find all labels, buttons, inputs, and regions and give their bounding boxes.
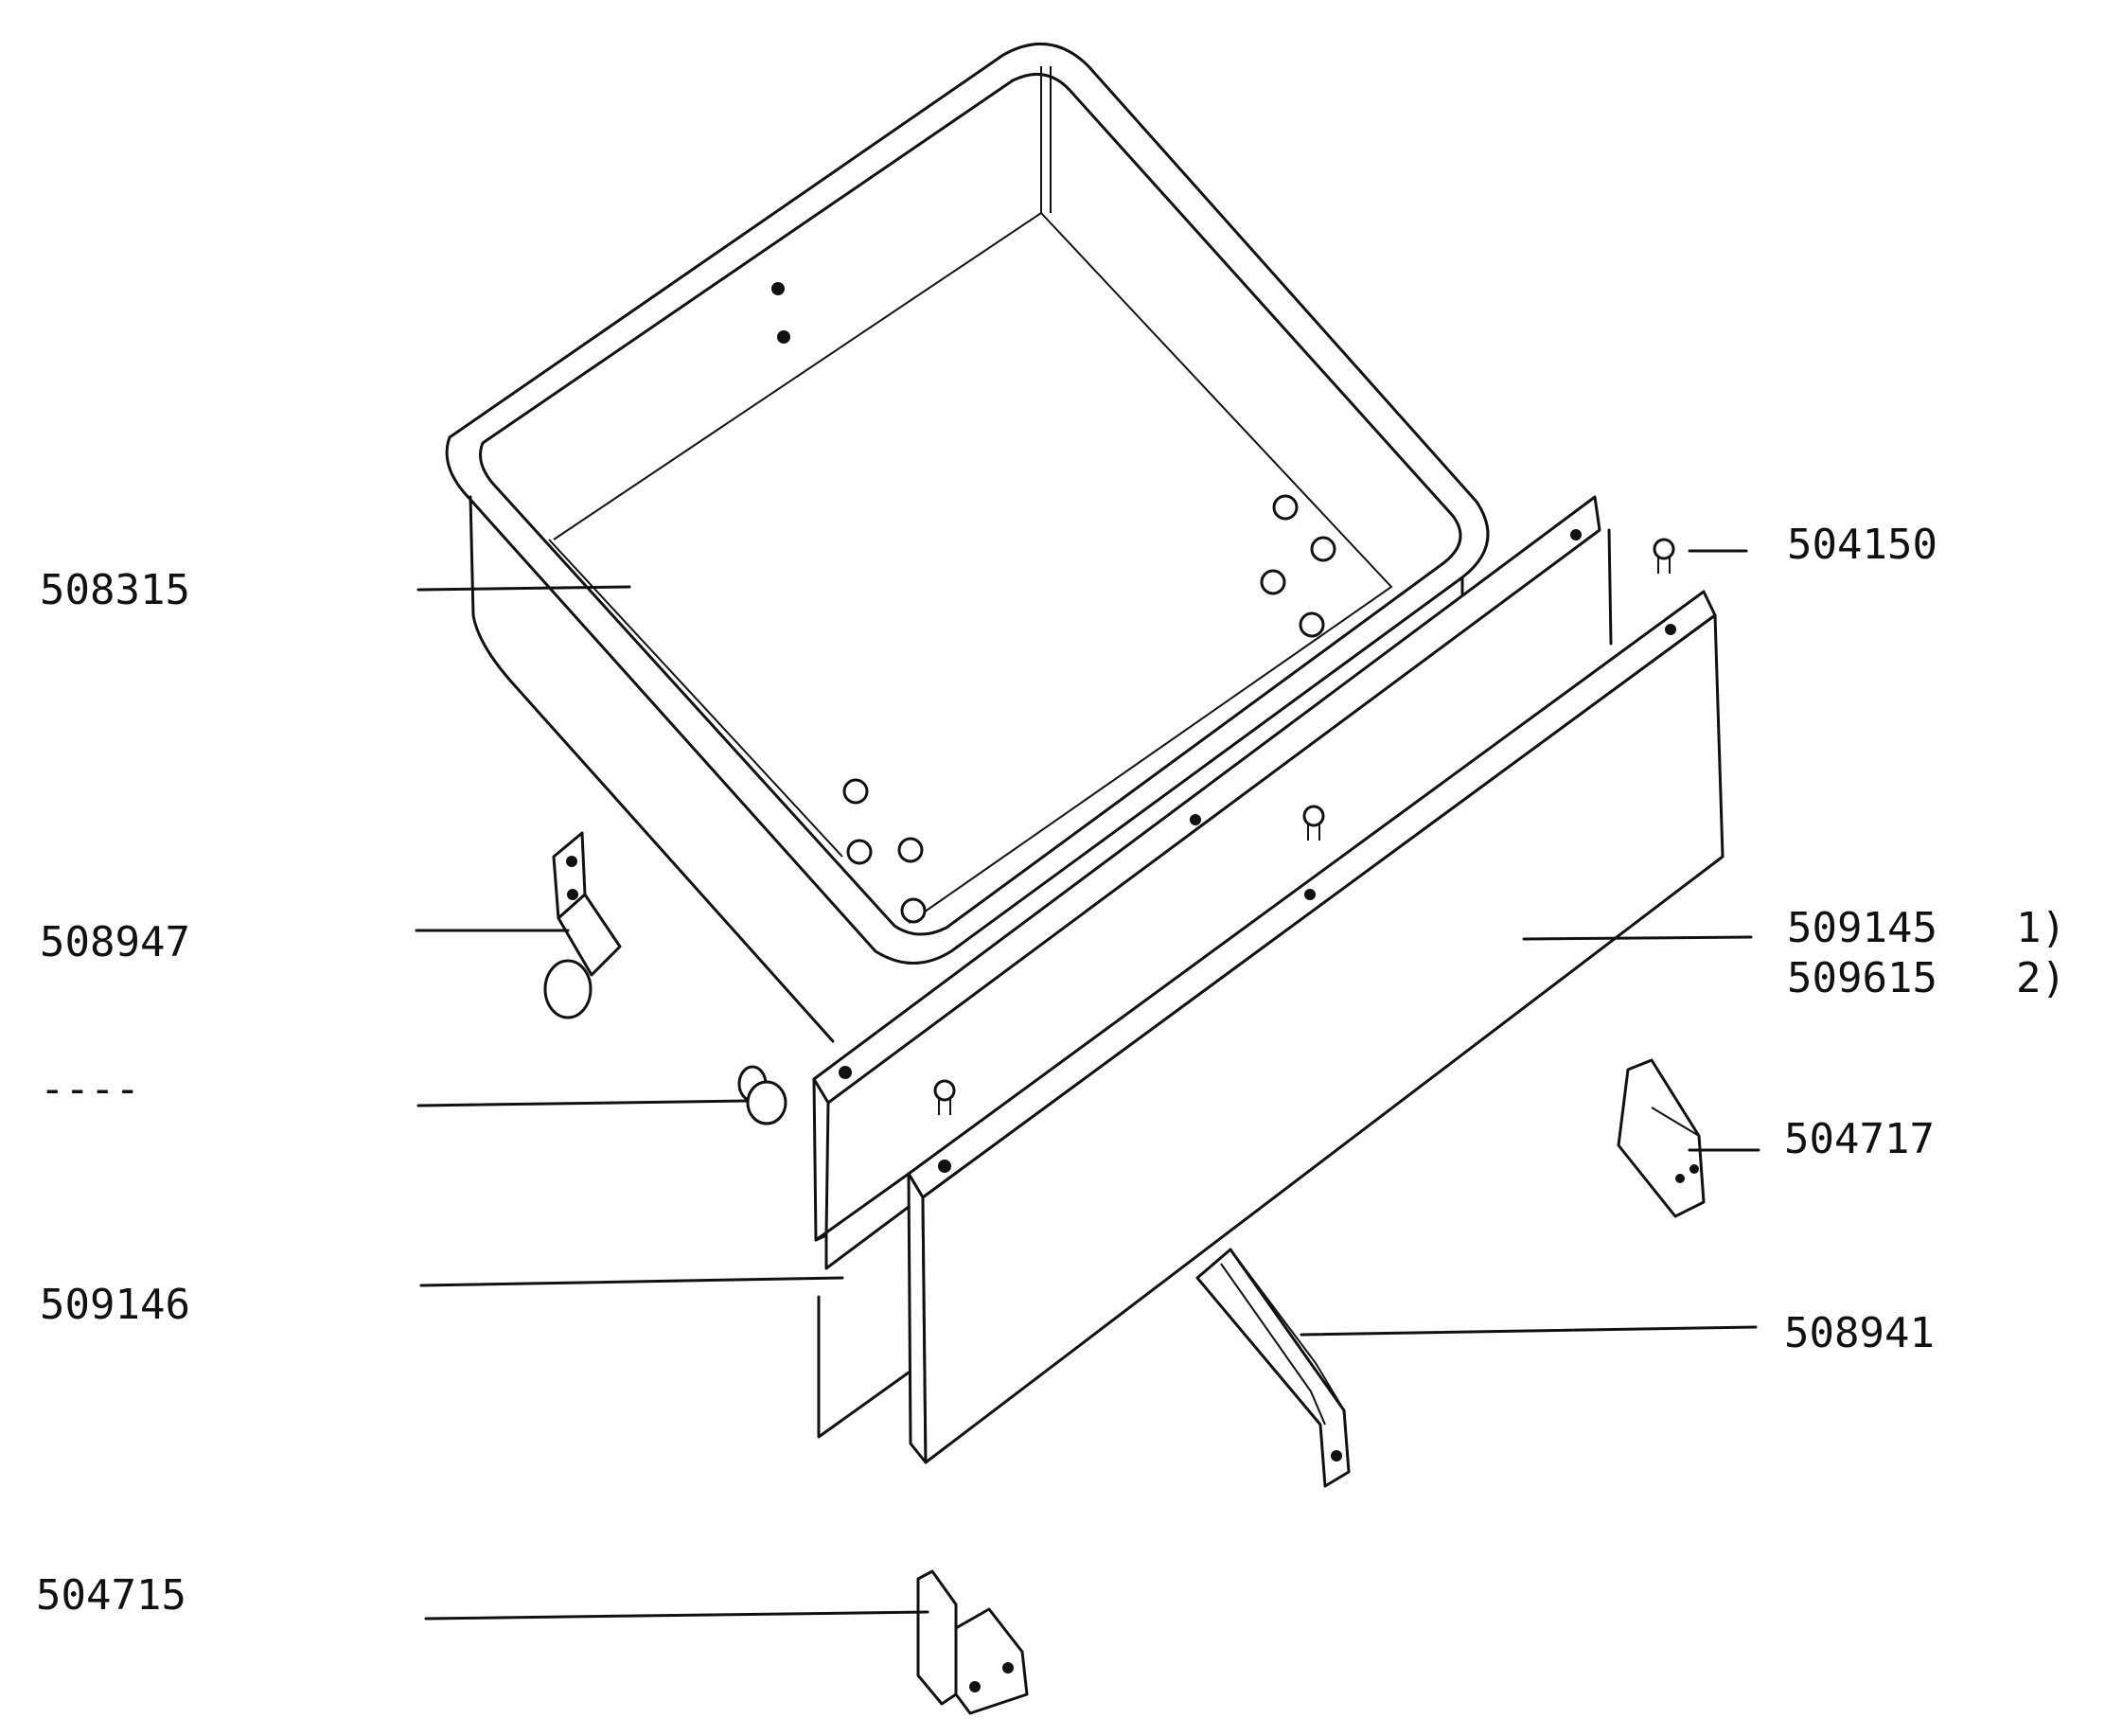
screw-icon [842, 494, 1336, 924]
label-504715: 504715 [36, 1571, 186, 1620]
label-509145: 509145 [1787, 904, 1937, 952]
label-504150: 504150 [1787, 521, 1937, 569]
leader-lines [415, 549, 1760, 1621]
part-labels: 508315 508947 ---- 509146 504715 504150 … [36, 521, 2066, 1620]
bracket-bottom [916, 1569, 1029, 1715]
label-knob: ---- [40, 1065, 140, 1113]
label-509145-note: 1) [2016, 904, 2066, 952]
inner-front-panel [812, 495, 1613, 1439]
rivet-icon [933, 538, 1675, 1115]
label-509615-note: 2) [2016, 954, 2066, 1002]
knob-icon [737, 1065, 787, 1125]
label-508315: 508315 [40, 566, 190, 614]
label-508941: 508941 [1784, 1309, 1935, 1357]
rail [1195, 1248, 1351, 1488]
runner-bracket-left [543, 831, 622, 1019]
label-509146: 509146 [40, 1281, 190, 1329]
bracket-right [1617, 1058, 1706, 1218]
drawer-tub [445, 43, 1490, 1043]
label-509615: 509615 [1787, 954, 1937, 1002]
front-panel [907, 590, 1725, 1464]
label-504717: 504717 [1784, 1115, 1935, 1163]
label-508947: 508947 [40, 918, 190, 966]
